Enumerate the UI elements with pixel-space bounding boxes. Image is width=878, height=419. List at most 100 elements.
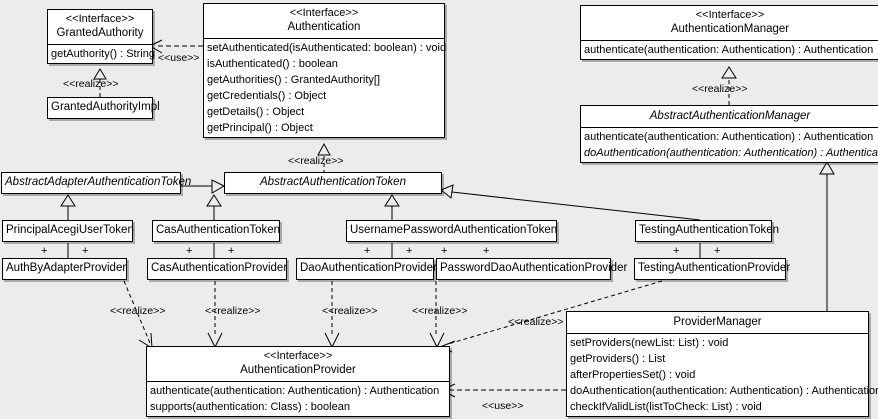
label-use-providermanager: <<use>> (482, 400, 524, 412)
compartment-divider (581, 127, 878, 128)
class-cas-authentication-provider[interactable]: CasAuthenticationProvider (147, 258, 287, 280)
class-abstract-authentication-token[interactable]: AbstractAuthenticationToken (224, 172, 442, 194)
compartment-divider (147, 381, 449, 382)
class-testing-authentication-token[interactable]: TestingAuthenticationToken (635, 220, 780, 242)
compartment-divider (204, 38, 444, 39)
stereotype-label: <<Interface>> (695, 9, 765, 21)
operations-compartment: authenticate(authentication: Authenticat… (147, 382, 449, 416)
operation: supports(authentication: Class) : boolea… (150, 401, 350, 413)
tri-generalization-usernamepasswordtoken (384, 194, 400, 207)
class-name: AbstractAuthenticationManager (649, 110, 811, 122)
multiplicity-marker: + (41, 245, 48, 257)
class-name: CasAuthenticationToken (156, 224, 281, 236)
compartment-divider (567, 333, 868, 334)
operation-abstract: doAuthentication(authentication: Authent… (584, 147, 878, 159)
class-name: AuthenticationProvider (240, 364, 356, 376)
tri-realize-abstractauthenticationmanager (721, 66, 737, 79)
label-realize-daoauthenticationprovider: <<realize>> (322, 305, 378, 317)
class-authentication[interactable]: <<Interface>> Authentication setAuthenti… (203, 3, 447, 138)
label-realize-grantedauthorityimpl: <<realize>> (63, 78, 119, 90)
operation: checkIfValidList(listToCheck: List) : vo… (570, 401, 762, 413)
operations-compartment: setAuthenticated(isAuthenticated: boolea… (204, 39, 447, 137)
class-name: TestingAuthenticationProvider (638, 262, 791, 274)
class-header: <<Interface>> GrantedAuthority (48, 10, 152, 44)
line-generalization-testingtoken (451, 191, 701, 221)
arrow-realize-daoauthenticationprovider (324, 332, 340, 348)
class-name: UsernamePasswordAuthenticationToken (350, 224, 558, 236)
class-name: Authentication (287, 21, 361, 33)
operations-compartment: getAuthority() : String (48, 45, 155, 63)
operation: getAuthority() : String (51, 48, 155, 60)
class-password-dao-authentication-provider[interactable]: PasswordDaoAuthenticationProvider (436, 258, 628, 280)
class-granted-authority-impl[interactable]: GrantedAuthorityImpl (47, 97, 160, 119)
tri-generalization-providermanager (819, 161, 835, 175)
tri-generalization-casauthenticationtoken (206, 194, 222, 207)
class-provider-manager[interactable]: ProviderManager setProviders(newList: Li… (566, 311, 878, 417)
operations-compartment: setProviders(newList: List) : void getPr… (567, 334, 878, 416)
multiplicity-marker: + (406, 245, 413, 257)
class-name: CasAuthenticationProvider (151, 262, 288, 274)
class-header: <<Interface>> AuthenticationProvider (147, 347, 449, 381)
multiplicity-marker: + (673, 245, 680, 257)
operation: authenticate(authentication: Authenticat… (584, 44, 874, 56)
class-name: PrincipalAcegiUserToken (6, 224, 134, 236)
label-realize-abstractauthenticationtoken: <<realize>> (288, 155, 344, 167)
class-name: AuthenticationManager (670, 23, 790, 35)
class-authentication-provider[interactable]: <<Interface>> AuthenticationProvider aut… (146, 346, 450, 417)
label-realize-abstractauthenticationmanager: <<realize>> (692, 83, 748, 95)
compartment-divider (581, 40, 878, 41)
stereotype-label: <<Interface>> (289, 7, 359, 19)
class-granted-authority[interactable]: <<Interface>> GrantedAuthority getAuthor… (47, 9, 155, 64)
class-name: TestingAuthenticationToken (639, 224, 780, 236)
operations-compartment: authenticate(authentication: Authenticat… (581, 128, 878, 162)
arrow-realize-passworddaoauthenticationprovider (429, 332, 445, 348)
class-header: <<Interface>> Authentication (204, 4, 444, 38)
label-use-authentication-grantedauthority: <<use>> (158, 52, 200, 64)
operation: authenticate(authentication: Authenticat… (150, 385, 440, 397)
class-header: ProviderManager (567, 312, 868, 333)
operation: setAuthenticated(isAuthenticated: boolea… (207, 42, 447, 54)
class-abstract-authentication-manager[interactable]: AbstractAuthenticationManager authentica… (580, 105, 878, 163)
class-authentication-manager[interactable]: <<Interface>> AuthenticationManager auth… (580, 5, 878, 60)
tri-generalization-adaptertoken (211, 179, 226, 194)
operation: setProviders(newList: List) : void (570, 337, 729, 349)
operation: getAuthorities() : GrantedAuthority[] (207, 74, 381, 86)
multiplicity-marker: + (441, 245, 448, 257)
class-name: AuthByAdapterProvider (6, 262, 127, 274)
label-realize-testingauthenticationprovider: <<realize>> (508, 316, 564, 328)
class-username-password-authentication-token[interactable]: UsernamePasswordAuthenticationToken (346, 220, 557, 242)
multiplicity-marker: + (82, 245, 89, 257)
operation: getCredentials() : Object (207, 90, 327, 102)
operation: getPrincipal() : Object (207, 122, 313, 134)
class-name: DaoAuthenticationProvider (300, 262, 437, 274)
class-dao-authentication-provider[interactable]: DaoAuthenticationProvider (296, 258, 437, 280)
class-name: GrantedAuthority (56, 27, 144, 39)
multiplicity-marker: + (483, 245, 490, 257)
stereotype-label: <<Interface>> (263, 350, 333, 362)
label-realize-casauthenticationprovider: <<realize>> (205, 305, 261, 317)
class-principal-acegi-user-token[interactable]: PrincipalAcegiUserToken (2, 220, 134, 242)
label-realize-authbyadapterprovider: <<realize>> (110, 305, 166, 317)
class-name: GrantedAuthorityImpl (51, 101, 160, 113)
compartment-divider (48, 44, 152, 45)
operations-compartment: authenticate(authentication: Authenticat… (581, 41, 878, 59)
operation: getProviders() : List (570, 353, 666, 365)
arrow-realize-casauthenticationprovider (207, 332, 223, 348)
class-name: AbstractAdapterAuthenticationToken (5, 176, 192, 188)
operation: authenticate(authentication: Authenticat… (584, 131, 874, 143)
class-name: PasswordDaoAuthenticationProvider (440, 262, 628, 274)
class-name: AbstractAuthenticationToken (260, 176, 406, 188)
class-cas-authentication-token[interactable]: CasAuthenticationToken (152, 220, 280, 242)
label-realize-passworddaoauthenticationprovider: <<realize>> (412, 305, 468, 317)
operation: isAuthenticated() : boolean (207, 58, 338, 70)
multiplicity-marker: + (186, 245, 193, 257)
class-abstract-adapter-authentication-token[interactable]: AbstractAdapterAuthenticationToken (1, 172, 192, 194)
operation: doAuthentication(authentication: Authent… (570, 385, 878, 397)
class-testing-authentication-provider[interactable]: TestingAuthenticationProvider (634, 258, 791, 280)
class-auth-by-adapter-provider[interactable]: AuthByAdapterProvider (2, 258, 127, 280)
operation: afterPropertiesSet() : void (570, 369, 696, 381)
class-name: ProviderManager (673, 316, 762, 328)
tri-realize-abstractauthenticationtoken (317, 142, 331, 156)
multiplicity-marker: + (228, 245, 235, 257)
